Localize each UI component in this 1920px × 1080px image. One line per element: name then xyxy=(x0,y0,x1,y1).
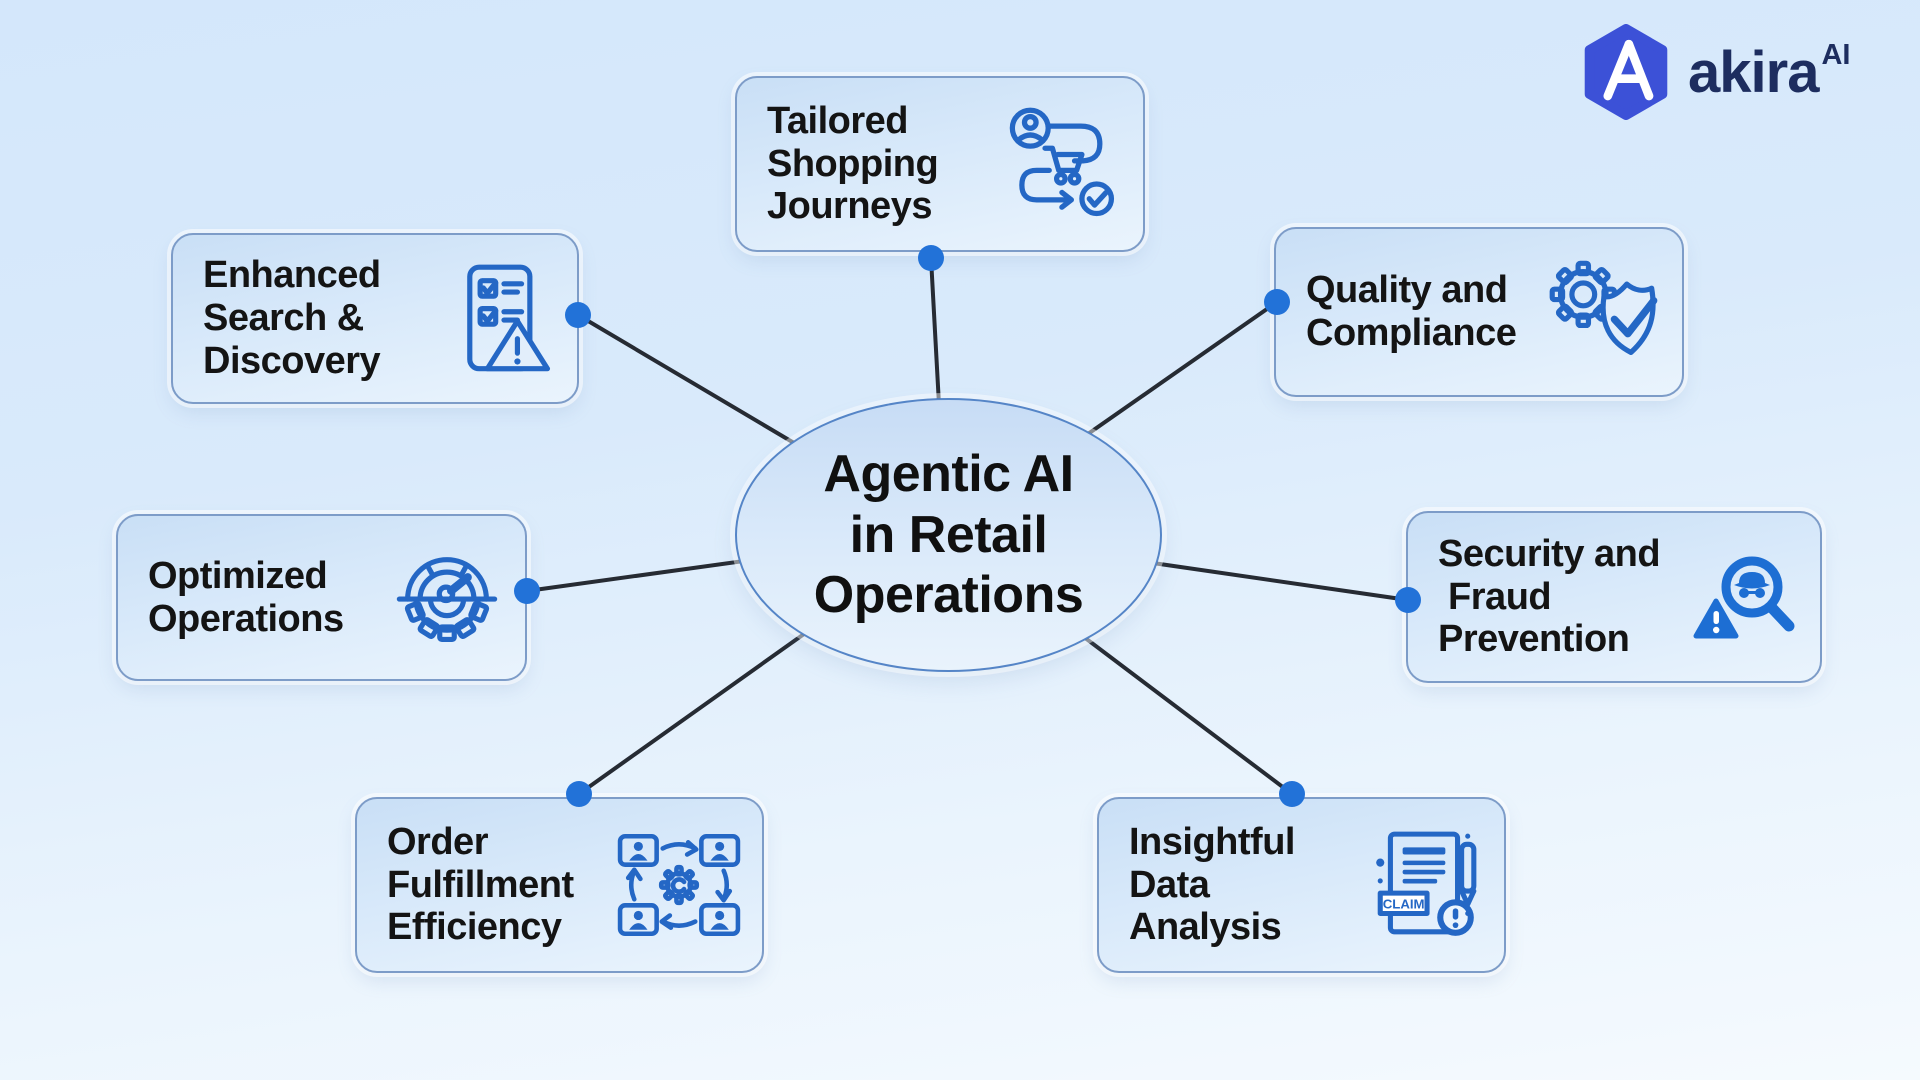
node-quality-and-compliance: Quality and Compliance xyxy=(1274,227,1684,397)
fraud-magnifier-icon xyxy=(1693,556,1795,639)
workflow-users-gear-icon xyxy=(617,833,741,937)
claim-label: CLAIM xyxy=(1383,896,1425,911)
node-label: Enhanced Search & Discovery xyxy=(203,254,381,382)
brand-superscript: AI xyxy=(1821,38,1851,71)
node-security-fraud-prevention: Security and Fraud Prevention xyxy=(1406,511,1822,683)
checklist-alert-icon xyxy=(467,264,551,371)
node-label: Security and Fraud Prevention xyxy=(1438,532,1661,661)
node-optimized-operations: Optimized Operations xyxy=(116,514,527,681)
node-label: Insightful Data Analysis xyxy=(1129,820,1295,949)
shopping-journey-icon xyxy=(1009,107,1115,217)
node-insightful-data-analysis: Insightful Data Analysis C xyxy=(1097,797,1506,973)
node-label: Tailored Shopping Journeys xyxy=(767,99,939,228)
node-label: Optimized Operations xyxy=(148,554,344,640)
claim-document-icon: CLAIM xyxy=(1376,831,1477,936)
akira-hexagon-icon xyxy=(1584,24,1668,120)
center-node: Agentic AI in Retail Operations xyxy=(735,398,1162,672)
node-enhanced-search-discovery: Enhanced Search & Discovery xyxy=(171,233,579,404)
node-label: Quality and Compliance xyxy=(1306,269,1517,354)
node-tailored-shopping-journeys: Tailored Shopping Journeys xyxy=(735,76,1145,252)
brand-name: akira xyxy=(1688,39,1819,105)
node-order-fulfillment-efficiency: Order Fulfillment Efficiency xyxy=(355,797,764,973)
center-node-label: Agentic AI in Retail Operations xyxy=(813,444,1084,625)
gear-shield-check-icon xyxy=(1549,260,1658,355)
node-label: Order Fulfillment Efficiency xyxy=(387,820,574,949)
gauge-gear-icon xyxy=(396,556,498,642)
